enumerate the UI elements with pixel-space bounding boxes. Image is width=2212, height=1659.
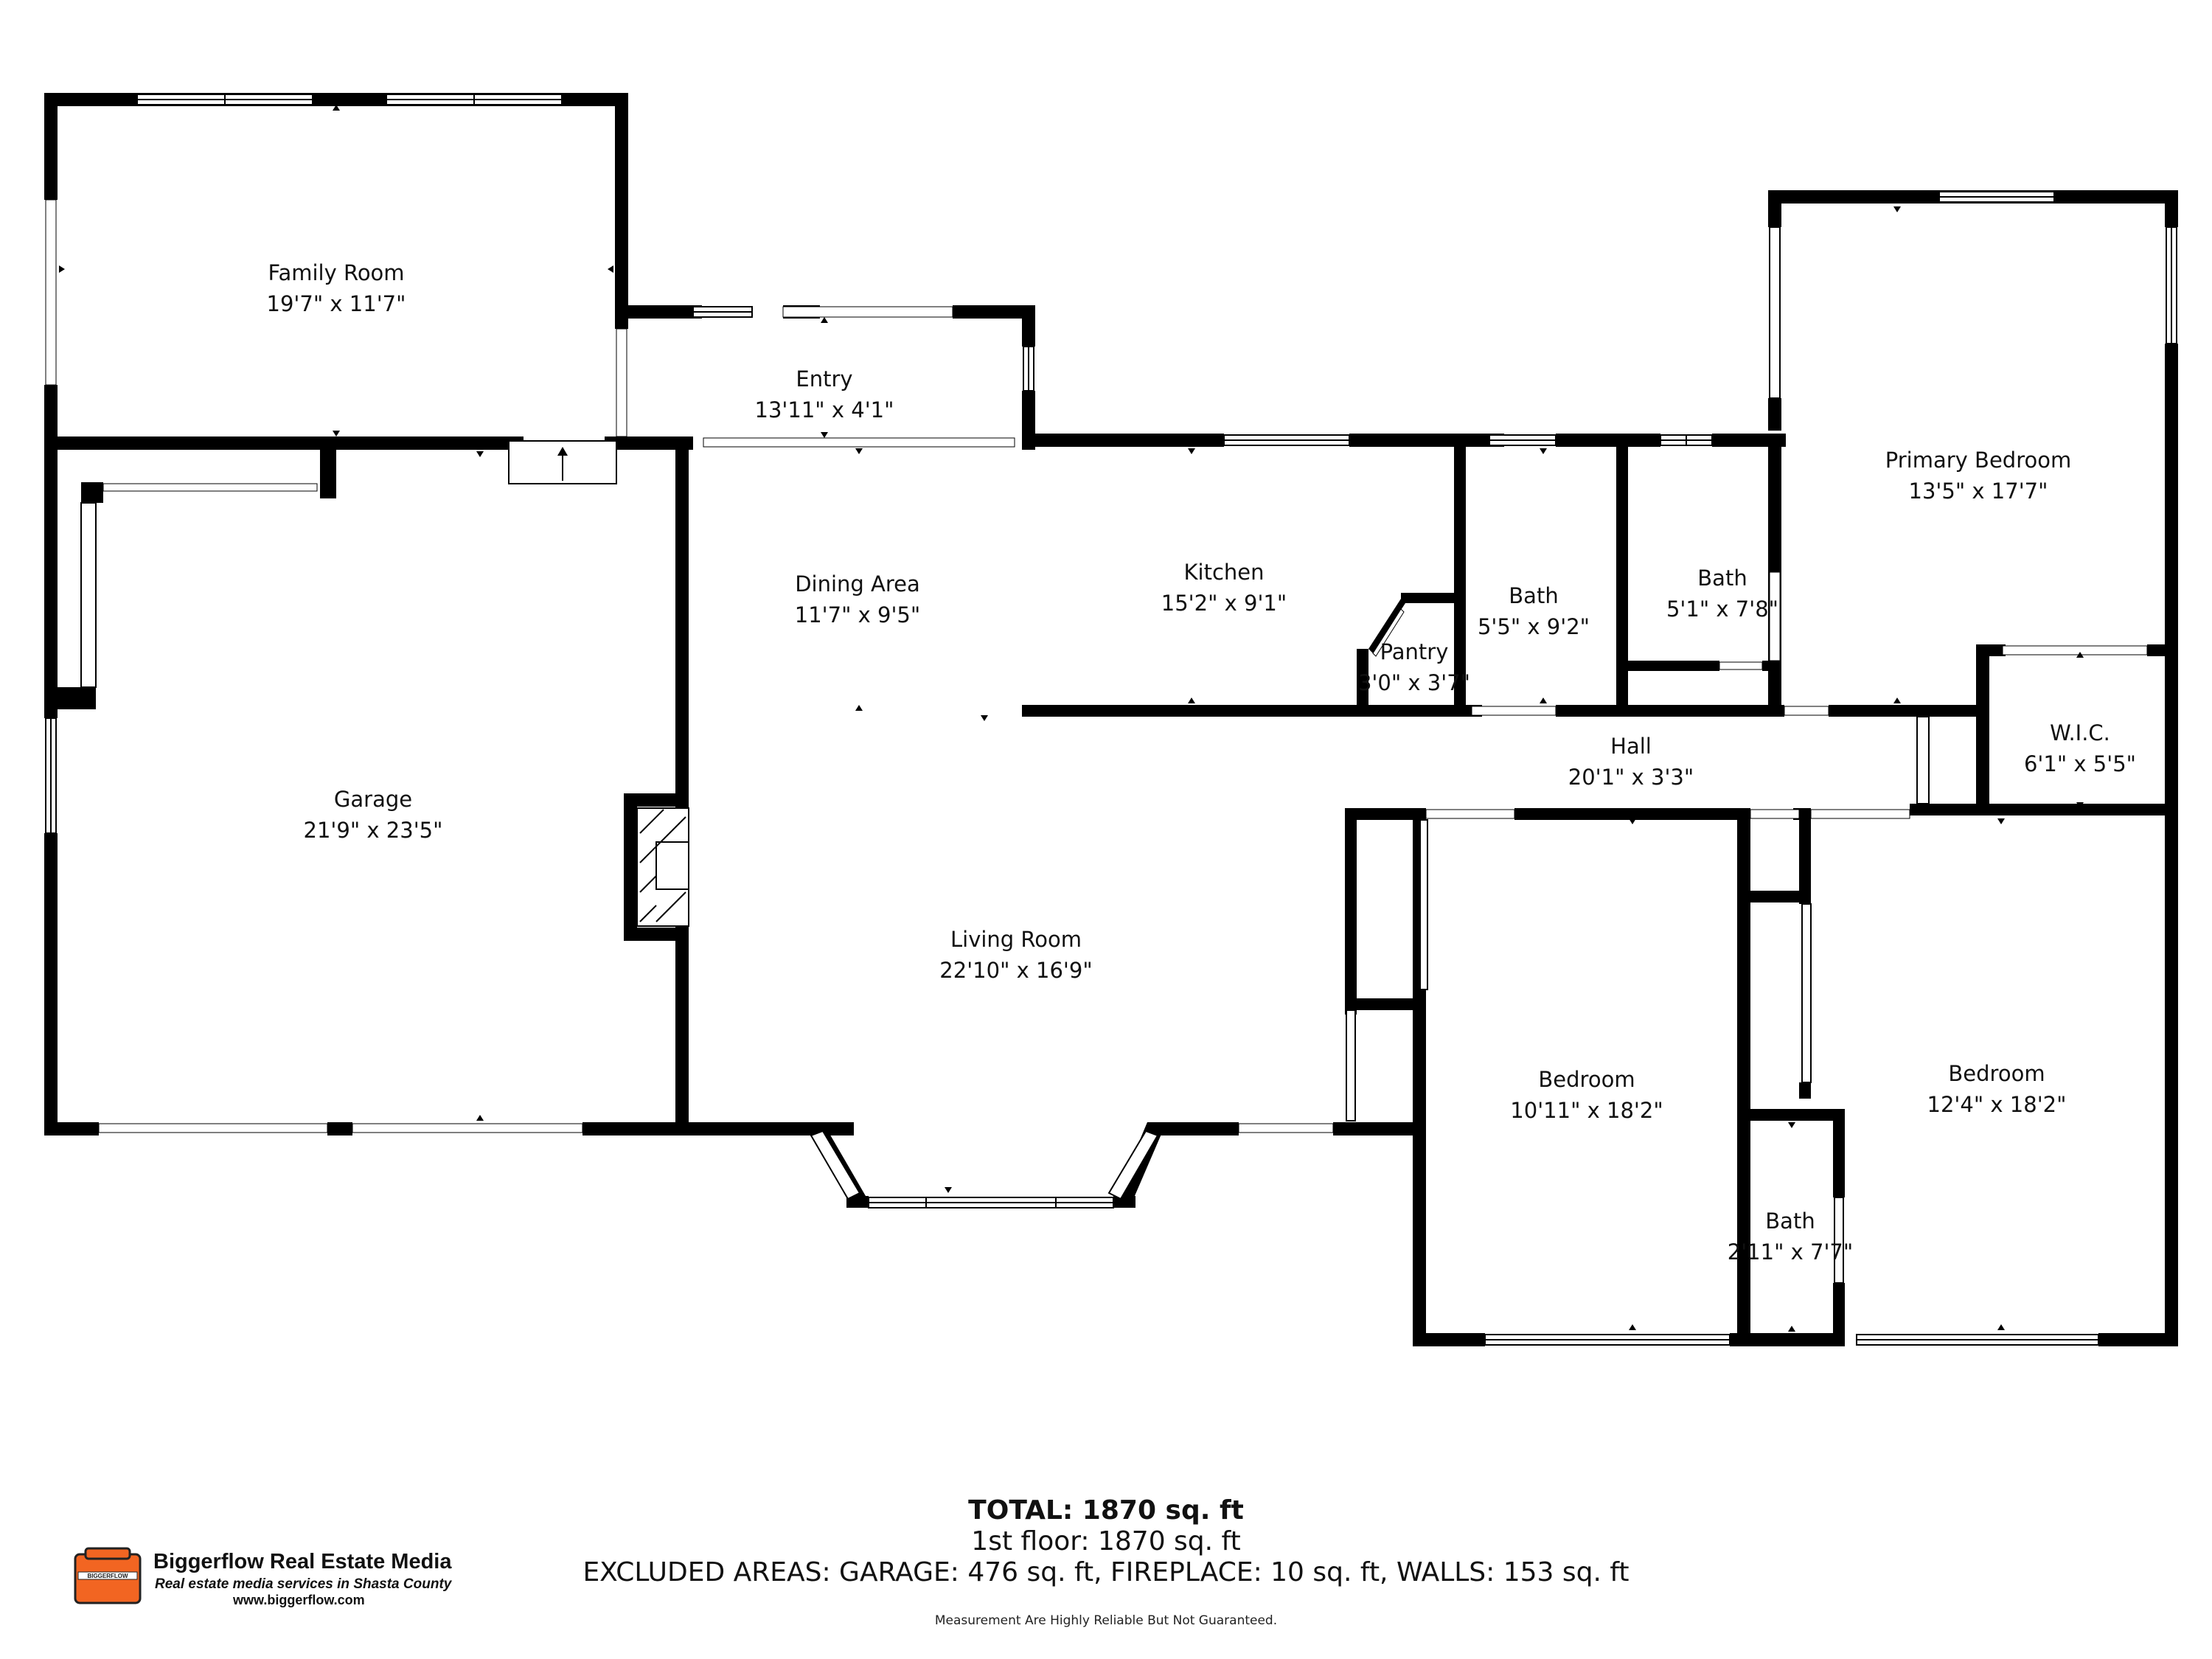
- room-name: Entry: [796, 366, 852, 392]
- room-name: W.I.C.: [2050, 720, 2110, 745]
- windows: [45, 94, 2177, 1346]
- room-name: Pantry: [1380, 639, 1449, 664]
- room-dims: 5'1" x 7'8": [1666, 597, 1778, 622]
- brand-tagline: Real estate media services in Shasta Cou…: [155, 1576, 452, 1592]
- room-name: Dining Area: [795, 571, 920, 597]
- room-name: Primary Bedroom: [1885, 448, 2071, 473]
- room-name: Garage: [334, 787, 412, 812]
- dimension-ticks: [59, 105, 2084, 1332]
- fireplace: [636, 807, 689, 927]
- room-dims: 15'2" x 9'1": [1161, 591, 1287, 616]
- room-labels: Family Room 19'7" x 11'7" Entry 13'11" x…: [267, 260, 2136, 1265]
- room-name: Bath: [1697, 566, 1747, 591]
- door-gaps: [45, 199, 2148, 1133]
- disclaimer: Measurement Are Highly Reliable But Not …: [934, 1613, 1278, 1628]
- room-name: Bedroom: [1538, 1067, 1635, 1092]
- room-dims: 12'4" x 18'2": [1927, 1092, 2067, 1117]
- room-name: Hall: [1610, 734, 1652, 759]
- total-area: TOTAL: 1870 sq. ft: [968, 1495, 1244, 1526]
- room-dims: 3'0" x 3'7": [1358, 670, 1470, 695]
- excluded-areas: EXCLUDED AREAS: GARAGE: 476 sq. ft, FIRE…: [582, 1557, 1630, 1587]
- room-dims: 5'5" x 9'2": [1478, 614, 1590, 639]
- room-dims: 2'11" x 7'7": [1728, 1239, 1853, 1265]
- room-name: Bath: [1509, 583, 1558, 608]
- room-dims: 13'5" x 17'7": [1909, 479, 2048, 504]
- room-dims: 22'10" x 16'9": [939, 958, 1092, 983]
- room-dims: 19'7" x 11'7": [267, 291, 406, 316]
- pantry-door: [1368, 599, 1405, 657]
- room-dims: 21'9" x 23'5": [304, 818, 443, 843]
- room-dims: 13'11" x 4'1": [755, 397, 894, 422]
- room-dims: 6'1" x 5'5": [2024, 751, 2136, 776]
- room-name: Kitchen: [1184, 560, 1265, 585]
- brand-logo-icon: BIGGERFLOW: [74, 1547, 142, 1604]
- brand-logo-text: BIGGERFLOW: [87, 1573, 128, 1579]
- room-dims: 10'11" x 18'2": [1510, 1098, 1663, 1123]
- floor-area: 1st floor: 1870 sq. ft: [971, 1526, 1241, 1557]
- brand-url[interactable]: www.biggerflow.com: [233, 1593, 365, 1607]
- room-name: Bath: [1765, 1208, 1815, 1234]
- brand-name: Biggerflow Real Estate Media: [153, 1550, 452, 1573]
- room-name: Bedroom: [1948, 1061, 2045, 1086]
- room-dims: 20'1" x 3'3": [1568, 765, 1694, 790]
- room-name: Family Room: [268, 260, 404, 285]
- brand-block: BIGGERFLOW Biggerflow Real Estate Media …: [72, 1547, 470, 1613]
- entry-door: [508, 440, 617, 484]
- room-dims: 11'7" x 9'5": [795, 602, 920, 627]
- room-name: Living Room: [950, 927, 1082, 952]
